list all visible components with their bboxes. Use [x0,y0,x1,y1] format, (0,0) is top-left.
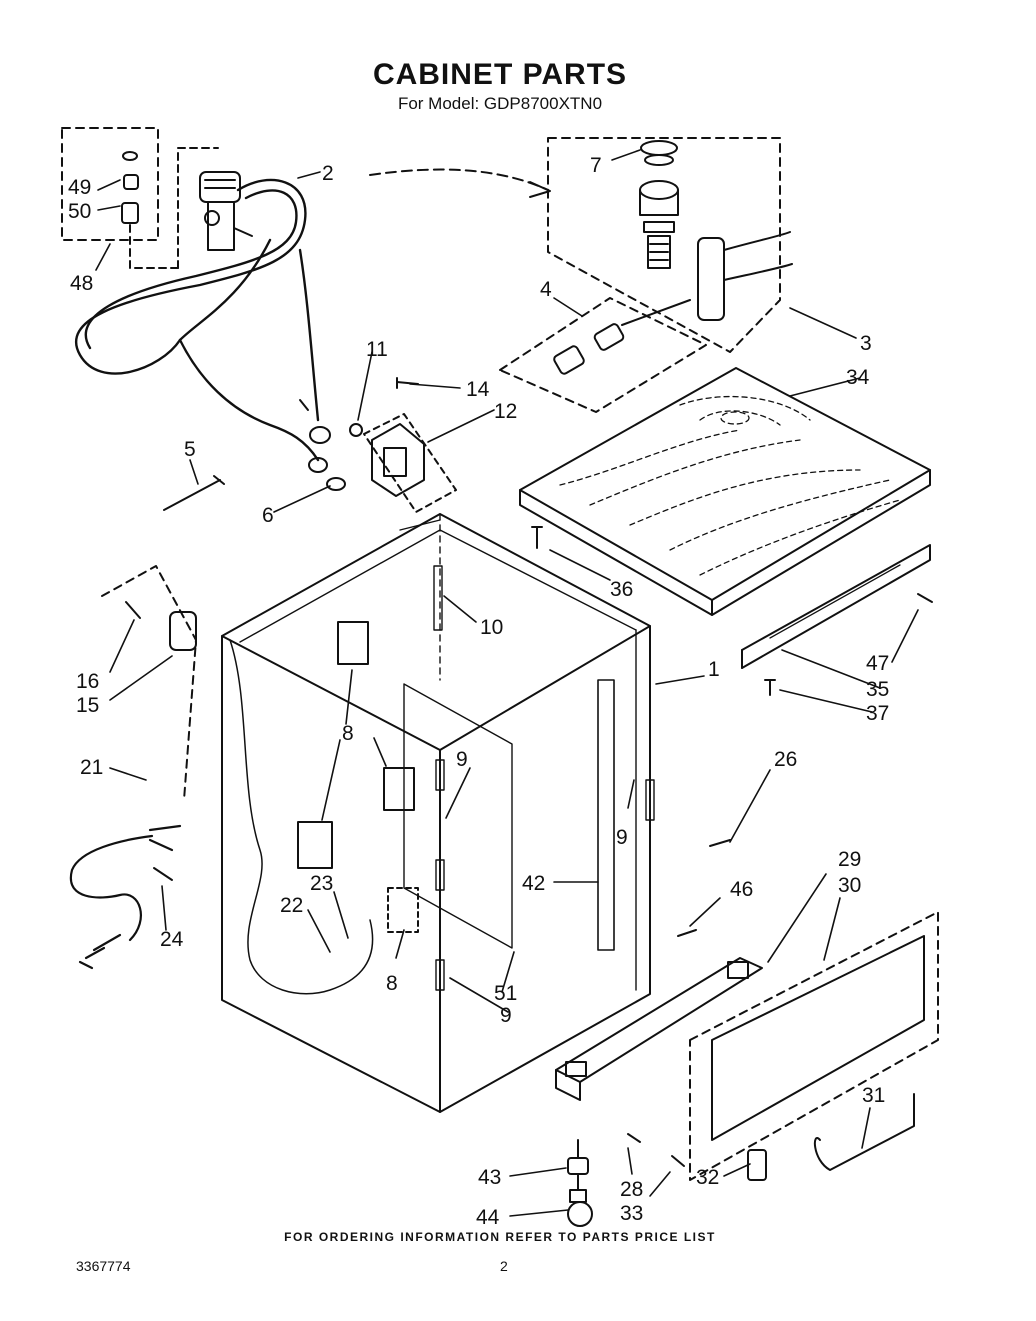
callout-16: 16 [76,670,99,693]
fitting-parts [121,151,139,224]
caster-wheel [567,1189,593,1227]
toe-panel [711,935,925,1171]
callout-10: 10 [480,616,503,639]
callout-37: 37 [866,702,889,725]
callout-49: 49 [68,176,91,199]
cord-bracket-box [101,565,197,801]
callout-47: 47 [866,652,889,675]
top-rail [741,544,931,669]
callout-labels: 7 2 49 50 48 4 3 11 14 34 12 5 6 36 10 1… [68,154,889,1229]
screw-16 [125,601,141,619]
callout-43: 43 [478,1166,501,1189]
callout-5: 5 [184,438,196,461]
screw-24 [153,867,173,881]
base-rail [555,957,763,1101]
callout-30: 30 [838,874,861,897]
tie-strap [163,475,225,511]
hose-adapter-box [499,297,707,413]
latch-32 [747,1149,767,1181]
mounting-bracket [371,423,425,497]
screw-47 [917,593,933,603]
callout-2: 2 [322,162,334,185]
connection-arrow [369,168,549,191]
bracket-box [363,413,457,513]
screw-28 [627,1133,641,1143]
screw-14 [396,377,419,389]
screw-33 [671,1155,685,1167]
callout-9-right: 9 [616,826,628,849]
callout-44: 44 [476,1206,500,1229]
air-gap-assembly [639,140,793,321]
callout-42: 42 [522,872,545,895]
callout-26: 26 [774,748,797,771]
junction-box [169,611,197,651]
callout-36: 36 [610,578,633,601]
internal-wiring [229,639,374,995]
callout-48: 48 [70,272,93,295]
power-cord [69,824,182,970]
callout-29: 29 [838,848,861,871]
callout-15: 15 [76,694,99,717]
wood-top [519,367,931,616]
ordering-note: FOR ORDERING INFORMATION REFER TO PARTS … [284,1230,716,1244]
callout-28: 28 [620,1178,643,1201]
callout-11: 11 [366,338,388,361]
callout-33: 33 [620,1202,643,1225]
callout-50: 50 [68,200,91,223]
page-number: 2 [500,1258,508,1274]
hose-adapter [553,299,691,375]
screw-36 [531,526,543,549]
callout-24: 24 [160,928,184,951]
screw-46 [677,929,697,937]
callout-23: 23 [310,872,333,895]
callout-9-upper: 9 [456,748,468,771]
water-hose [74,178,320,462]
callout-12: 12 [494,400,517,423]
fitting-group-box [61,127,159,241]
callout-32: 32 [696,1166,719,1189]
screw-26 [709,839,731,847]
callout-8-lower: 8 [386,972,398,995]
callout-7: 7 [590,154,602,177]
callout-46: 46 [730,878,753,901]
page-title: CABINET PARTS [372,58,628,91]
hose-clamp [326,477,346,491]
callout-14: 14 [466,378,490,401]
callout-1: 1 [708,658,720,681]
callout-9-lower: 9 [500,1004,512,1027]
callout-4: 4 [540,278,552,301]
cabinet-frame [221,513,655,1113]
inlet-valve [199,171,253,251]
callout-21: 21 [80,756,103,779]
callout-22: 22 [280,894,303,917]
callout-34: 34 [846,366,870,389]
callout-3: 3 [860,332,872,355]
toe-panel-box [689,911,939,1181]
callout-31: 31 [862,1084,885,1107]
leveling-leg [567,1139,589,1191]
screw-37 [764,679,776,696]
document-number: 3367774 [76,1258,131,1274]
callout-35: 35 [866,678,889,701]
hose-fittings [299,399,331,473]
grommet-11 [349,423,363,437]
callout-8-upper: 8 [342,722,354,745]
model-subtitle: For Model: GDP8700XTN0 [397,94,603,113]
callout-6: 6 [262,504,274,527]
callout-51: 51 [494,982,517,1005]
air-gap-box [547,137,781,353]
